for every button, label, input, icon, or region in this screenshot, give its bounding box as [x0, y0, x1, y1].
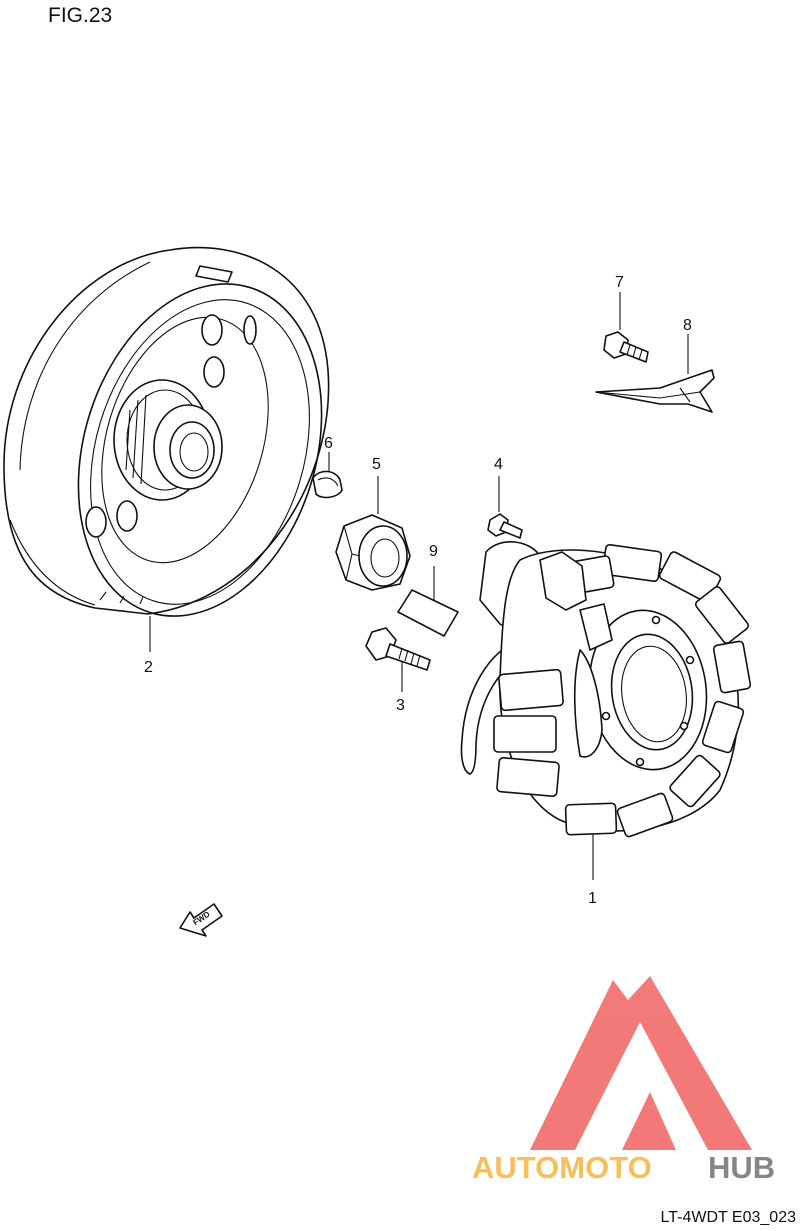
callout-2: 2	[144, 659, 153, 676]
stator-assembly	[460, 541, 752, 838]
callout-1: 1	[588, 890, 597, 907]
key-part	[312, 470, 343, 499]
watermark-text-1: AUTOMOTO	[472, 1150, 652, 1185]
callout-5: 5	[372, 456, 381, 473]
bolt-8	[603, 331, 649, 363]
flywheel-rotor	[3, 246, 330, 617]
callout-6: 6	[324, 435, 333, 452]
screw-4	[487, 513, 523, 539]
watermark-logo: AUTOMOTO HUB	[472, 976, 775, 1185]
diagram-code: LT-4WDT E03_023	[660, 1209, 796, 1226]
figure-title: FIG.23	[48, 4, 113, 27]
callout-7: 8	[683, 317, 692, 334]
callout-4: 4	[494, 456, 503, 473]
clamp-7	[595, 369, 715, 413]
callout-8: 7	[615, 274, 624, 291]
bolt-3	[365, 627, 431, 671]
callout-3: 3	[396, 697, 405, 714]
nut-part	[335, 514, 411, 591]
watermark-text-2: HUB	[708, 1150, 775, 1185]
callout-9: 9	[429, 543, 438, 560]
fwd-arrow-icon: FWD	[179, 903, 223, 937]
sealant-pad	[397, 589, 459, 637]
